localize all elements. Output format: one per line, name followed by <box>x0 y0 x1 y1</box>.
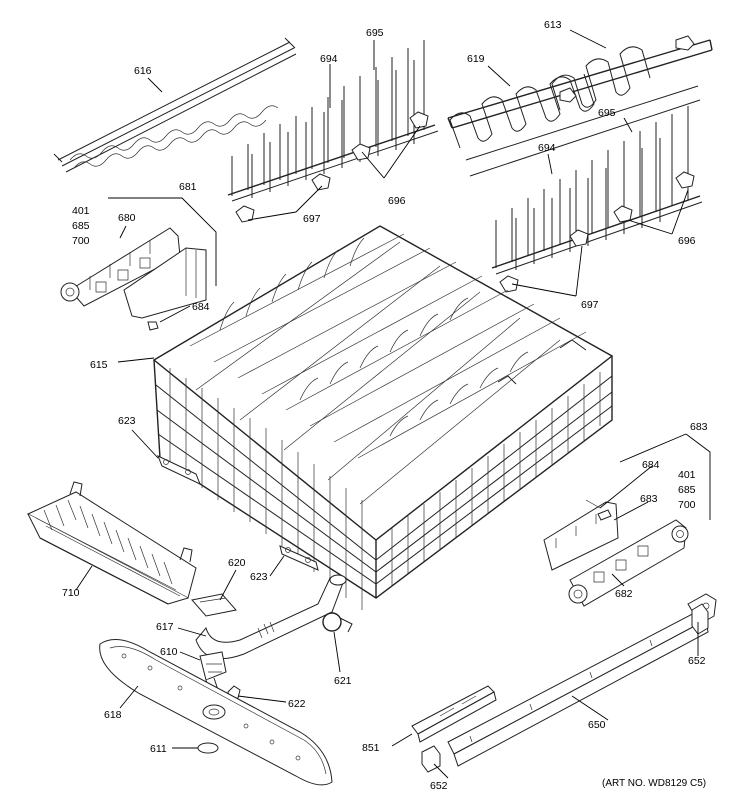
part-621-hose-clamp <box>322 612 353 633</box>
label-683-top: 683 <box>690 421 708 433</box>
part-652-end-cap-bottom <box>421 745 441 773</box>
callout-labels: 616 694 695 613 619 695 694 696 697 681 … <box>62 19 708 792</box>
label-615: 615 <box>90 359 108 371</box>
label-622: 622 <box>288 698 306 710</box>
label-680: 680 <box>118 212 136 224</box>
part-613-619-cup-shelves <box>447 35 713 177</box>
label-623-center: 623 <box>250 571 268 583</box>
label-700-left: 700 <box>72 235 90 247</box>
part-694-695-tine-row-left <box>227 40 439 223</box>
label-685-right: 685 <box>678 484 696 496</box>
part-623-clip-left <box>157 455 201 485</box>
label-682: 682 <box>615 588 633 600</box>
part-623-clip-center <box>279 545 319 571</box>
part-611-washer <box>197 742 219 754</box>
part-652-end-cap-top <box>691 603 709 635</box>
label-652-top: 652 <box>688 655 706 667</box>
label-616: 616 <box>134 65 152 77</box>
label-652-bottom: 652 <box>430 780 448 792</box>
art-number: (ART NO. WD8129 C5) <box>602 778 706 789</box>
label-401-left: 401 <box>72 205 90 217</box>
part-620-cap <box>191 593 237 617</box>
label-610: 610 <box>160 646 178 658</box>
label-696-top: 696 <box>388 195 406 207</box>
label-401-right: 401 <box>678 469 696 481</box>
label-851: 851 <box>362 742 380 754</box>
label-697-top: 697 <box>303 213 321 225</box>
label-683-mid: 683 <box>640 493 658 505</box>
leader-lines <box>75 29 711 779</box>
part-680-left-rack-adjuster <box>60 227 207 331</box>
part-617-feed-tube <box>195 574 347 660</box>
part-710-silverware-basket <box>26 481 197 605</box>
label-694-top: 694 <box>320 53 338 65</box>
label-619: 619 <box>467 53 485 65</box>
part-851-rail-stop <box>411 685 497 743</box>
label-621: 621 <box>334 675 352 687</box>
label-611: 611 <box>150 743 167 755</box>
label-700-right: 700 <box>678 499 696 511</box>
label-613: 613 <box>544 19 562 31</box>
label-694-right: 694 <box>538 142 556 154</box>
label-681: 681 <box>179 181 197 193</box>
label-695-right: 695 <box>598 107 616 119</box>
part-615-upper-dish-rack <box>152 225 614 610</box>
label-695-top: 695 <box>366 27 384 39</box>
label-696-right: 696 <box>678 235 696 247</box>
label-650: 650 <box>588 719 606 731</box>
label-685-left: 685 <box>72 220 90 232</box>
label-618: 618 <box>104 709 122 721</box>
label-620: 620 <box>228 557 246 569</box>
label-684-left: 684 <box>192 301 210 313</box>
label-710: 710 <box>62 587 80 599</box>
label-623-left: 623 <box>118 415 136 427</box>
label-684-right: 684 <box>642 459 660 471</box>
label-617: 617 <box>156 621 174 633</box>
part-618-spray-arm <box>99 639 333 786</box>
part-694-695-tine-row-right <box>491 106 703 293</box>
part-616-upper-rack-strip <box>53 37 297 173</box>
part-682-right-rack-adjuster <box>543 499 689 607</box>
part-650-slide-rail <box>447 593 717 767</box>
label-697-right: 697 <box>581 299 599 311</box>
